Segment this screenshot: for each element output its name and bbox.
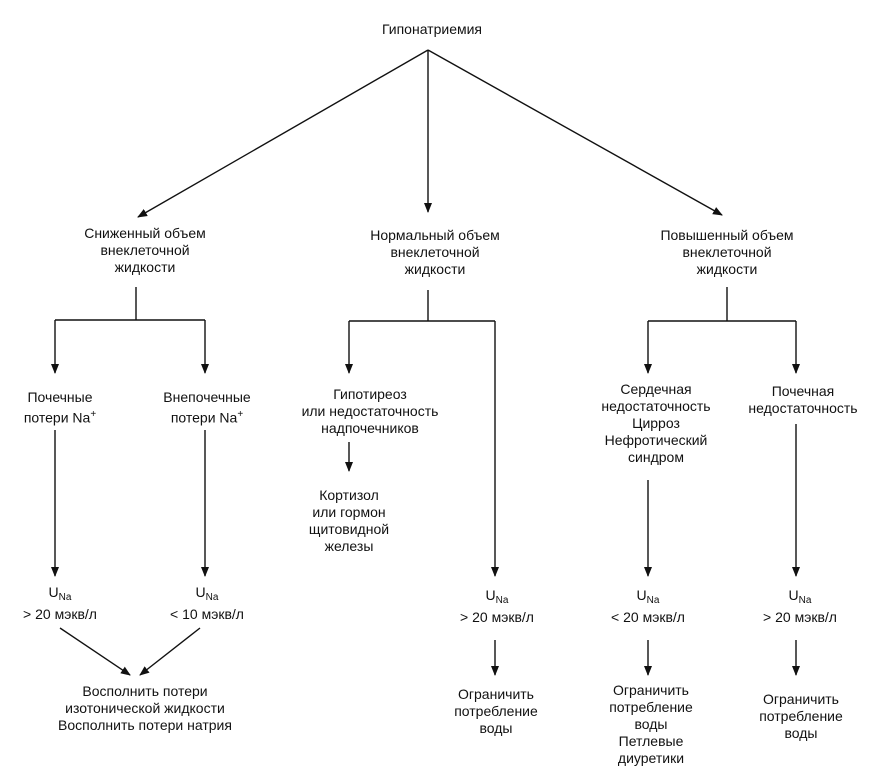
renal-failure-node: Почечная недостаточность	[748, 383, 857, 417]
sodium-charge: +	[90, 409, 97, 420]
high-volume-line-1: Повышенный объем	[660, 227, 794, 243]
una-subscript: Na	[58, 592, 72, 603]
una-extrarenal-loss: UNa < 10 мэкв/л	[170, 584, 244, 623]
hypothyroid-line-3: надпочечников	[321, 420, 419, 436]
low-volume-line-1: Сниженный объем	[84, 225, 206, 241]
una-value: < 10 мэкв/л	[170, 606, 244, 622]
cortisol-line-3: щитовидной	[308, 521, 390, 537]
normal-volume-line-1: Нормальный объем	[370, 227, 500, 243]
treatment-cardiac-line-3: воды	[634, 716, 668, 732]
arrow-root-to-high	[427, 49, 723, 216]
cardiac-line-5: синдром	[628, 449, 684, 465]
cortisol-line-2: или гормон	[312, 504, 386, 520]
sodium-charge: +	[237, 409, 244, 420]
treatment-low-line-2: изотонической жидкости	[65, 700, 225, 716]
renal-failure-line-1: Почечная	[771, 383, 835, 399]
normal-volume-node: Нормальный объем внеклеточной жидкости	[370, 227, 500, 278]
extrarenal-loss-line-1: Внепочечные	[163, 389, 251, 405]
una-value: > 20 мэкв/л	[23, 606, 97, 622]
root-node: Гипонатриемия	[382, 21, 482, 38]
una-value: < 20 мэкв/л	[611, 609, 685, 625]
hypothyroid-line-1: Гипотиреоз	[333, 386, 407, 402]
high-volume-line-2: внеклеточной	[682, 244, 772, 260]
cardiac-line-4: Нефротический	[604, 432, 708, 448]
low-volume-line-2: внеклеточной	[100, 242, 190, 258]
root-label: Гипонатриемия	[381, 21, 483, 37]
normal-volume-line-2: внеклеточной	[390, 244, 480, 260]
arrow-root-to-low	[137, 49, 429, 218]
una-symbol: U	[195, 584, 206, 600]
normal-volume-line-3: жидкости	[404, 261, 466, 277]
treatment-renal-line-1: Ограничить	[763, 691, 839, 707]
extrarenal-loss-node: Внепочечные потери Na+	[163, 389, 250, 427]
renal-loss-line-1: Почечные	[27, 389, 93, 405]
treatment-normal-line-3: воды	[479, 720, 513, 736]
treatment-renal-line-3: воды	[784, 725, 818, 741]
una-subscript: Na	[798, 595, 812, 606]
treatment-cardiac: Ограничить потребление воды Петлевые диу…	[609, 682, 693, 767]
arrow-una-right-to-treatment	[139, 627, 201, 676]
una-subscript: Na	[205, 592, 219, 603]
cortisol-line-4: железы	[324, 538, 374, 554]
cardiac-line-3: Цирроз	[632, 415, 680, 431]
una-normal: UNa > 20 мэкв/л	[460, 587, 534, 626]
treatment-cardiac-line-2: потребление	[609, 699, 693, 715]
hypothyroid-line-2: или недостаточность	[301, 403, 439, 419]
treatment-cardiac-line-4: Петлевые	[618, 733, 684, 749]
high-volume-line-3: жидкости	[696, 261, 758, 277]
treatment-cardiac-line-5: диуретики	[617, 750, 685, 766]
renal-failure-line-2: недостаточность	[748, 400, 858, 416]
treatment-normal-line-1: Ограничить	[458, 686, 534, 702]
treatment-low-line-3: Восполнить потери натрия	[58, 717, 232, 733]
una-renal-loss: UNa > 20 мэкв/л	[23, 584, 97, 623]
cortisol-line-1: Кортизол	[319, 487, 379, 503]
una-symbol: U	[485, 587, 496, 603]
una-symbol: U	[788, 587, 799, 603]
cortisol-node: Кортизол или гормон щитовидной железы	[309, 487, 389, 555]
una-value: > 20 мэкв/л	[763, 609, 837, 625]
treatment-renal-failure: Ограничить потребление воды	[759, 691, 843, 742]
una-subscript: Na	[646, 595, 660, 606]
una-value: > 20 мэкв/л	[460, 609, 534, 625]
cardiac-node: Сердечная недостаточность Цирроз Нефроти…	[601, 381, 710, 466]
treatment-normal-line-2: потребление	[454, 703, 538, 719]
una-symbol: U	[48, 584, 59, 600]
extrarenal-loss-line-2: потери Na	[170, 409, 238, 426]
treatment-low-line-1: Восполнить потери	[82, 683, 208, 699]
arrow-una-left-to-treatment	[59, 627, 131, 676]
hypothyroid-node: Гипотиреоз или недостаточность надпочечн…	[302, 386, 439, 437]
high-volume-node: Повышенный объем внеклеточной жидкости	[660, 227, 793, 278]
low-volume-node: Сниженный объем внеклеточной жидкости	[84, 225, 206, 276]
una-cardiac: UNa < 20 мэкв/л	[611, 587, 685, 626]
renal-loss-node: Почечные потери Na+	[24, 389, 96, 427]
low-volume-line-3: жидкости	[114, 259, 176, 275]
una-symbol: U	[636, 587, 647, 603]
treatment-normal-volume: Ограничить потребление воды	[454, 686, 538, 737]
treatment-low-volume: Восполнить потери изотонической жидкости…	[58, 683, 232, 734]
cardiac-line-2: недостаточность	[601, 398, 711, 414]
una-subscript: Na	[495, 595, 509, 606]
cardiac-line-1: Сердечная	[620, 381, 692, 397]
treatment-renal-line-2: потребление	[759, 708, 843, 724]
una-renal-failure: UNa > 20 мэкв/л	[763, 587, 837, 626]
renal-loss-line-2: потери Na	[23, 409, 91, 426]
treatment-cardiac-line-1: Ограничить	[613, 682, 689, 698]
